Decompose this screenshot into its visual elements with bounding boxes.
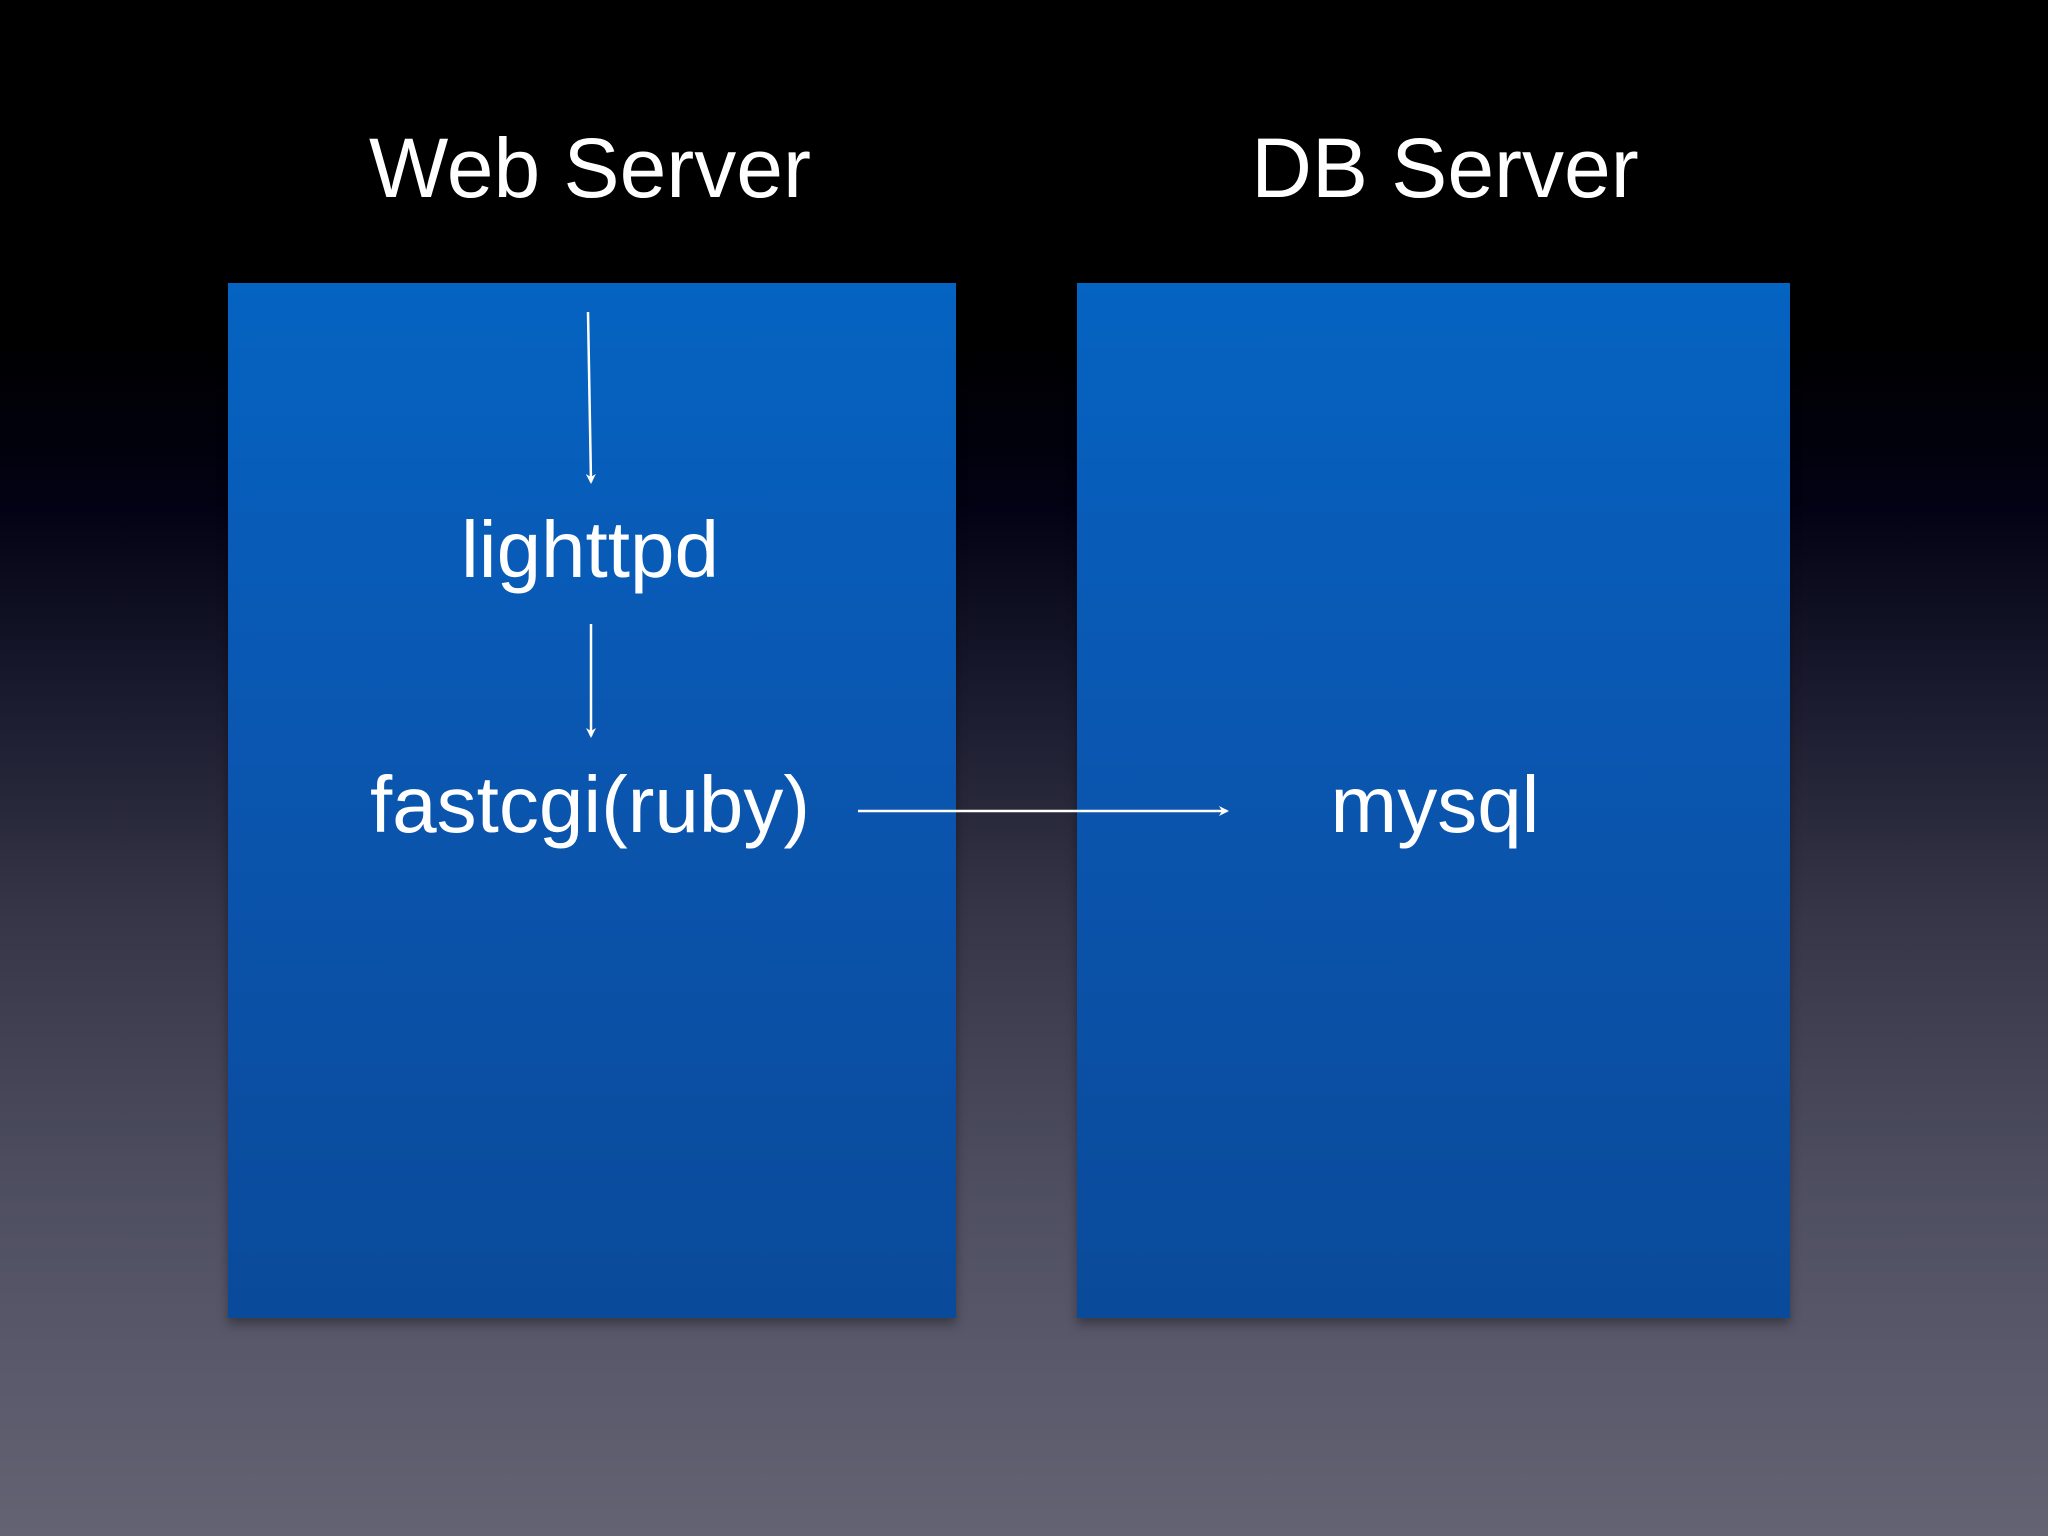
db-server-title: DB Server — [1251, 121, 1639, 215]
db-server-panel — [1077, 283, 1790, 1318]
mysql-node: mysql — [1330, 760, 1540, 849]
fastcgi-node: fastcgi(ruby) — [369, 760, 811, 849]
web-server-title: Web Server — [369, 121, 811, 215]
lighttpd-node: lighttpd — [461, 505, 719, 594]
